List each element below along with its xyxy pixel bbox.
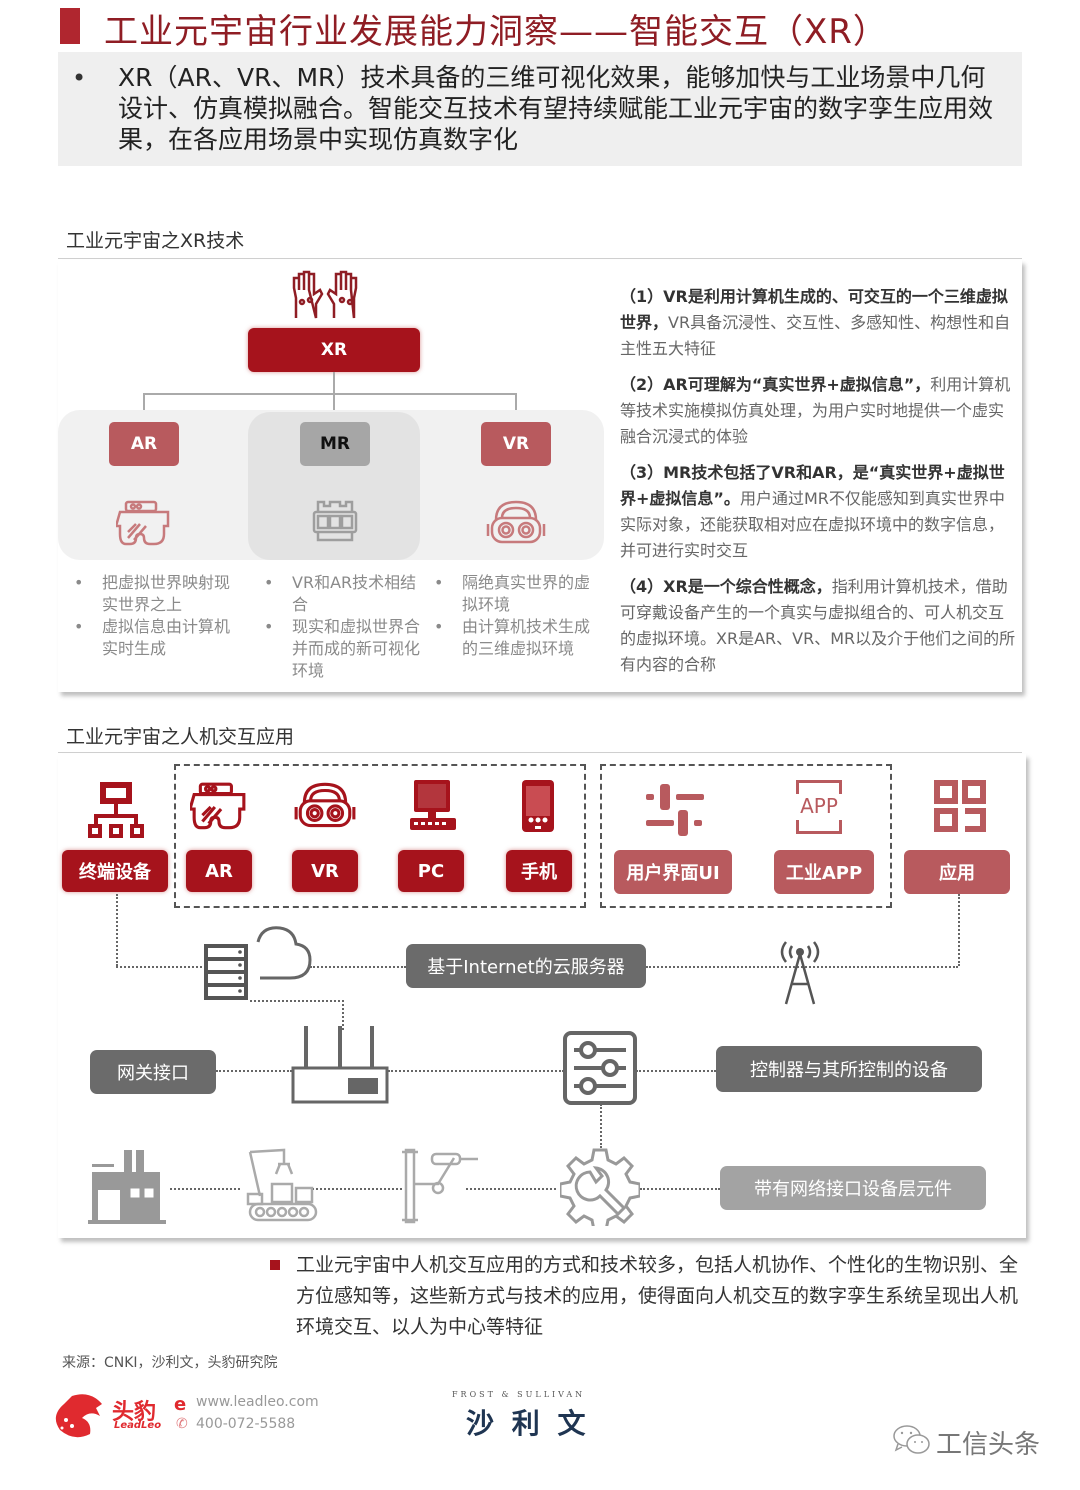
definition-vr: （1）VR是利用计算机生成的、可交互的一个三维虚拟世界，VR具备沉浸性、交互性、…: [620, 287, 1011, 358]
vr-bullets: •隔绝真实世界的虚拟环境 •由计算机技术生成的三维虚拟环境: [434, 573, 591, 658]
title-accent-bar: [60, 8, 80, 44]
gateway-label: 网关接口: [90, 1050, 216, 1094]
page-title: 工业元宇宙行业发展能力洞察——智能交互（XR）: [104, 12, 888, 52]
leadleo-leopard-icon: [55, 1394, 102, 1438]
grid-apps-icon: [934, 780, 986, 832]
leadleo-name: 头豹: [112, 1400, 157, 1425]
definition-xr: （4）XR是一个综合性概念，指利用计算机技术，借助可穿戴设备产生的一个真实与虚拟…: [620, 577, 1016, 674]
robot-arm-conveyor-icon: [246, 1148, 318, 1222]
definition-mr: （3）MR技术包括了VR和AR，是“真实世界+虚拟世界+虚拟信息”。用户通过MR…: [620, 463, 1005, 560]
dotted-connector: [466, 1188, 556, 1190]
dotted-connector: [250, 1000, 344, 1002]
cloud-server-label: 基于Internet的云服务器: [406, 944, 646, 988]
leadleo-en: LeadLeo: [114, 1420, 162, 1431]
source-text: 来源：CNKI，沙利文，头豹研究院: [62, 1355, 278, 1371]
ar-device-label: AR: [186, 850, 252, 892]
dotted-connector: [310, 966, 406, 968]
phone-icon: ✆: [176, 1416, 188, 1432]
antenna-tower-icon: [780, 941, 820, 1005]
leadleo-url[interactable]: www.leadleo.com: [196, 1394, 319, 1410]
xr-section-title: 工业元宇宙之XR技术: [66, 230, 245, 252]
dotted-connector: [116, 894, 118, 966]
note-bullet: [270, 1260, 280, 1270]
dotted-connector: [342, 1000, 344, 1030]
phone-device-label: 手机: [506, 850, 572, 892]
vr-gloves-icon: [292, 270, 358, 319]
device-layer-label: 带有网络接口设备层元件: [720, 1166, 986, 1210]
network-hierarchy-icon: [88, 782, 144, 838]
factory-icon: [88, 1150, 166, 1224]
router-icon: [291, 1026, 389, 1104]
ar-goggles-icon: [116, 500, 170, 546]
server-cloud-icon: [204, 926, 312, 1000]
terminal-devices-label: 终端设备: [62, 850, 168, 892]
dotted-connector: [636, 1070, 716, 1072]
divider: [58, 258, 1022, 259]
connector: [515, 393, 517, 411]
ar-tag: AR: [109, 422, 179, 466]
ar-goggles-icon: [190, 782, 246, 830]
dotted-connector: [640, 1188, 720, 1190]
pc-device-label: PC: [398, 850, 464, 892]
frost-sullivan-cn: 沙 利 文: [466, 1407, 590, 1440]
summary-text: XR（AR、VR、MR）技术具备的三维可视化效果，能够加快与工业场景中几何设计、…: [118, 63, 994, 154]
mr-bullets: •VR和AR技术相结合 •现实和虚拟世界合并而成的新可视化环境: [264, 573, 421, 680]
control-panel-icon: [563, 1031, 637, 1105]
definitions-list: （1）VR是利用计算机生成的、可交互的一个三维虚拟世界，VR具备沉浸性、交互性、…: [620, 284, 1016, 678]
vr-tag: VR: [481, 422, 551, 466]
dotted-connector: [312, 1188, 402, 1190]
dotted-connector: [170, 1188, 240, 1190]
mr-headset-icon: [312, 500, 358, 542]
dotted-connector: [388, 1070, 564, 1072]
vr-headset-icon: [486, 500, 546, 544]
sliders-icon: [646, 784, 704, 836]
leadleo-phone: 400-072-5588: [196, 1416, 296, 1432]
frost-sullivan-en: FROST & SULLIVAN: [452, 1390, 586, 1399]
dotted-connector: [958, 894, 960, 966]
industrial-app-label: 工业APP: [774, 850, 874, 894]
dotted-connector: [116, 966, 206, 968]
web-icon: e: [174, 1394, 187, 1415]
wechat-icon: [893, 1425, 930, 1454]
smartphone-icon: [522, 780, 554, 832]
divider: [58, 752, 1022, 753]
gear-wrench-icon: [560, 1148, 640, 1226]
vr-headset-icon: [294, 782, 356, 828]
vr-device-label: VR: [292, 850, 358, 892]
watermark-text: 工信头条: [936, 1430, 1041, 1460]
definition-ar: （2）AR可理解为“真实世界+虚拟信息”，利用计算机等技术实施模拟仿真处理，为用…: [620, 375, 1011, 446]
app-icon: APP: [796, 780, 842, 834]
devices-group: [174, 764, 586, 908]
summary-bullet: •: [72, 64, 87, 92]
connector: [143, 393, 145, 411]
connector: [143, 393, 517, 395]
ar-bullets: •把虚拟世界映射现实世界之上 •虚拟信息由计算机实时生成: [74, 573, 231, 658]
footer-note: 工业元宇宙中人机交互应用的方式和技术较多，包括人机协作、个性化的生物识别、全方位…: [296, 1254, 1019, 1338]
controller-label: 控制器与其所控制的设备: [716, 1046, 982, 1092]
summary-box: • XR（AR、VR、MR）技术具备的三维可视化效果，能够加快与工业场景中几何设…: [58, 52, 1022, 166]
xr-root-node: XR: [248, 328, 420, 372]
dotted-connector: [216, 1070, 292, 1072]
user-interface-label: 用户界面UI: [614, 850, 732, 894]
software-group: [600, 764, 892, 908]
gantry-robot-icon: [402, 1148, 478, 1224]
dotted-connector: [646, 966, 958, 968]
hmi-section-title: 工业元宇宙之人机交互应用: [66, 726, 295, 748]
desktop-computer-icon: [410, 780, 456, 830]
application-label: 应用: [904, 850, 1010, 894]
dotted-connector: [600, 1104, 602, 1148]
mr-tag: MR: [300, 422, 370, 466]
